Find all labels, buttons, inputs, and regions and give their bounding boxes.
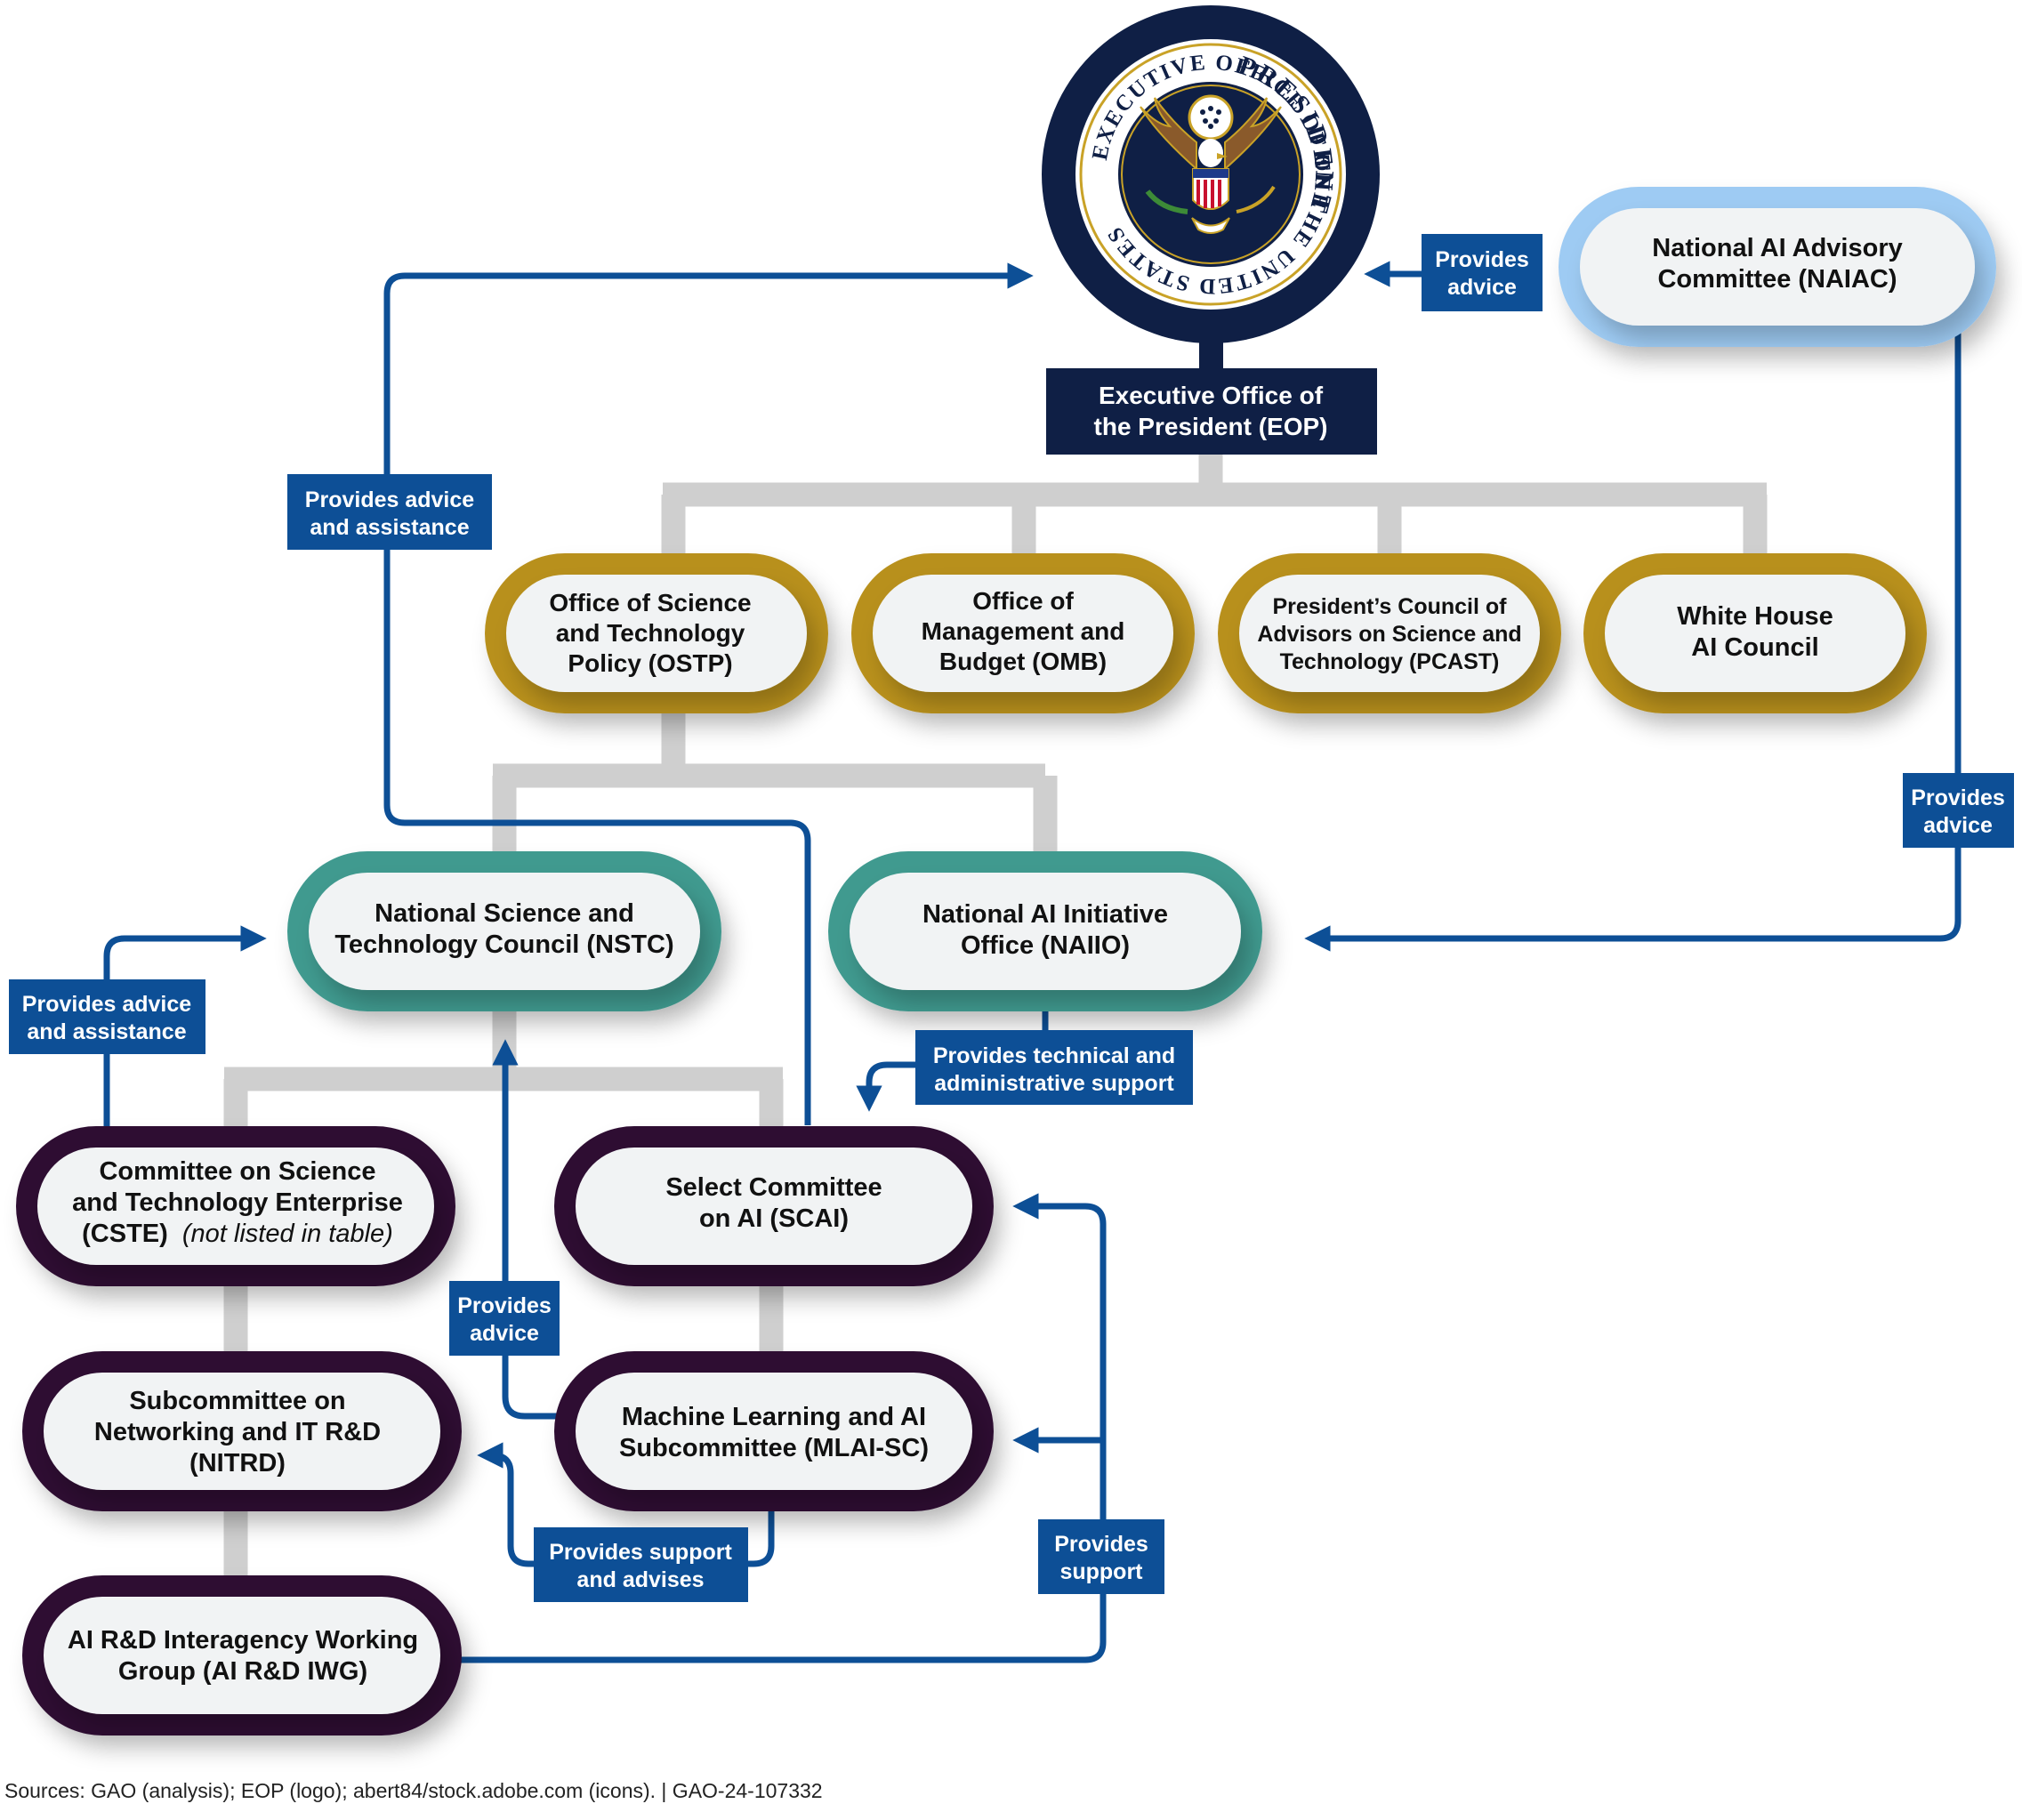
- label-iwg-support-line-2: support: [1059, 1559, 1143, 1584]
- node-ostp: Office of Science and Technology Policy …: [485, 553, 828, 713]
- arrow-mlai-to-nstc: [492, 1039, 560, 1420]
- label-ostp-advice: Provides advice and assistance: [287, 474, 492, 550]
- label-cste-advice: Provides advice and assistance: [9, 979, 205, 1054]
- node-naiac-line-2: Committee (NAIAC): [1657, 265, 1897, 294]
- label-cste-advice-line-1: Provides advice: [22, 992, 191, 1017]
- label-mlai-support-line-2: and advises: [576, 1567, 704, 1592]
- node-mlai-line-2: Subcommittee (MLAI-SC): [619, 1434, 929, 1462]
- node-naiac: National AI Advisory Committee (NAIAC): [1559, 187, 1996, 347]
- node-scai: Select Committee on AI (SCAI): [554, 1126, 994, 1286]
- label-mlai-advice-line-2: advice: [470, 1321, 539, 1346]
- label-mlai-advice: Provides advice: [449, 1281, 560, 1356]
- arrow-iwg-to-scai-mlai: [458, 1193, 1107, 1663]
- node-ostp-line-3: Policy (OSTP): [568, 649, 732, 677]
- arrow-ostp-to-eop: [383, 262, 1034, 1125]
- eop-label-line-1: Executive Office of: [1099, 382, 1324, 409]
- node-iwg-line-2: Group (AI R&D IWG): [118, 1657, 367, 1686]
- node-nitrd-line-2: Networking and IT R&D: [94, 1418, 381, 1446]
- node-mlai-sc: Machine Learning and AI Subcommittee (ML…: [554, 1351, 994, 1511]
- node-naiio-line-2: Office (NAIIO): [961, 931, 1130, 960]
- relationship-arrows: [103, 261, 1962, 1663]
- arrow-naiio-to-scai: [856, 1005, 1049, 1112]
- node-pcast-line-1: President’s Council of: [1272, 594, 1507, 619]
- node-omb-line-2: Management and: [922, 617, 1125, 645]
- label-naiio-support-line-1: Provides technical and: [933, 1043, 1175, 1068]
- label-naiac-advice-line-2: advice: [1447, 275, 1517, 300]
- node-cste: Committee on Science and Technology Ente…: [16, 1126, 455, 1286]
- label-cste-advice-line-2: and assistance: [27, 1019, 186, 1044]
- node-naiio: National AI Initiative Office (NAIIO): [828, 851, 1262, 1011]
- eop-label: Executive Office of the President (EOP): [1046, 368, 1377, 455]
- node-pcast-line-3: Technology (PCAST): [1280, 649, 1500, 674]
- node-whaic-line-2: AI Council: [1691, 633, 1818, 662]
- node-omb: Office of Management and Budget (OMB): [851, 553, 1195, 713]
- hierarchy-connectors: [223, 449, 1768, 1582]
- node-scai-line-2: on AI (SCAI): [699, 1204, 849, 1233]
- label-ostp-advice-line-2: and assistance: [310, 515, 469, 540]
- node-ai-rd-iwg: AI R&D Interagency Working Group (AI R&D…: [22, 1575, 462, 1735]
- eagle-emblem-icon: [1140, 94, 1282, 234]
- label-naiac-to-naiio-line-2: advice: [1923, 813, 1993, 838]
- node-ostp-line-1: Office of Science: [549, 589, 751, 616]
- label-mlai-support: Provides support and advises: [534, 1527, 748, 1602]
- node-naiac-line-1: National AI Advisory: [1652, 234, 1902, 262]
- node-cste-line-1: Committee on Science: [99, 1157, 375, 1186]
- label-ostp-advice-line-1: Provides advice: [305, 487, 474, 512]
- label-naiac-to-naiio-advice: Provides advice: [1903, 773, 2014, 848]
- node-mlai-line-1: Machine Learning and AI: [622, 1403, 926, 1431]
- node-white-house-ai-council: White House AI Council: [1583, 553, 1927, 713]
- node-nitrd-line-1: Subcommittee on: [129, 1387, 345, 1415]
- node-cste-line-2: and Technology Enterprise: [72, 1188, 403, 1217]
- node-omb-line-3: Budget (OMB): [939, 648, 1107, 675]
- node-cste-abbr: (CSTE): [82, 1220, 168, 1248]
- label-naiac-advice: Provides advice: [1422, 234, 1543, 311]
- node-nstc: National Science and Technology Council …: [287, 851, 721, 1011]
- node-scai-line-1: Select Committee: [665, 1173, 882, 1202]
- node-nstc-line-1: National Science and: [375, 899, 634, 928]
- presidential-seal-icon: EXECUTIVE OFFICE OF THE PRESIDENT OF THE…: [1042, 5, 1380, 370]
- arrow-cste-to-nstc: [103, 925, 267, 1130]
- node-pcast-line-2: Advisors on Science and: [1257, 622, 1521, 647]
- node-omb-line-1: Office of: [972, 587, 1074, 615]
- node-nstc-line-2: Technology Council (NSTC): [334, 930, 673, 959]
- node-nitrd-line-3: (NITRD): [189, 1449, 286, 1478]
- node-whaic-line-1: White House: [1677, 602, 1833, 631]
- label-naiac-advice-line-1: Provides: [1435, 247, 1529, 272]
- label-mlai-support-line-1: Provides support: [549, 1540, 732, 1565]
- node-ostp-line-2: and Technology: [556, 619, 745, 647]
- label-naiio-support-line-2: administrative support: [934, 1071, 1174, 1096]
- arrow-mlai-to-nitrd: [477, 1442, 775, 1567]
- label-iwg-support-line-1: Provides: [1054, 1532, 1148, 1557]
- node-cste-note: (not listed in table): [182, 1220, 393, 1248]
- arrow-naiac-to-naiio: [1304, 331, 1962, 952]
- label-mlai-advice-line-1: Provides: [457, 1293, 552, 1318]
- node-pcast: President’s Council of Advisors on Scien…: [1218, 553, 1561, 713]
- node-iwg-line-1: AI R&D Interagency Working: [68, 1626, 418, 1655]
- node-nitrd: Subcommittee on Networking and IT R&D (N…: [22, 1351, 462, 1511]
- eop-label-line-2: the President (EOP): [1094, 413, 1328, 440]
- label-iwg-support: Provides support: [1038, 1519, 1164, 1594]
- label-naiio-support: Provides technical and administrative su…: [915, 1030, 1193, 1105]
- node-naiio-line-1: National AI Initiative: [922, 900, 1168, 929]
- label-naiac-to-naiio-line-1: Provides: [1911, 785, 2005, 810]
- node-cste-line-3: (CSTE) (not listed in table): [82, 1220, 393, 1248]
- source-note: Sources: GAO (analysis); EOP (logo); abe…: [4, 1779, 823, 1802]
